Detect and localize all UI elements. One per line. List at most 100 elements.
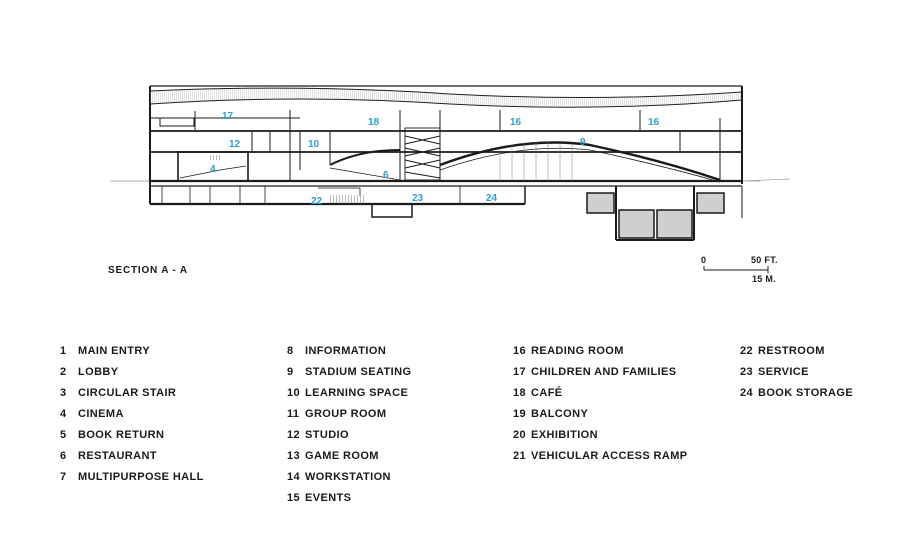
legend-number: 23 — [740, 366, 754, 378]
legend-number: 11 — [287, 408, 300, 420]
legend-label: MULTIPURPOSE HALL — [78, 471, 204, 483]
legend-number: 18 — [513, 387, 527, 399]
legend-number: 24 — [740, 387, 754, 399]
legend-label: STADIUM SEATING — [305, 366, 412, 378]
legend-item: 17 CHILDREN AND FAMILIES — [513, 363, 691, 381]
legend-label: BOOK RETURN — [78, 429, 165, 441]
legend-label: STUDIO — [305, 429, 349, 441]
legend-number: 22 — [740, 345, 754, 357]
legend-number: 13 — [287, 450, 301, 462]
scale-bar-line — [703, 266, 769, 273]
legend-item: 21 VEHICULAR ACCESS RAMP — [513, 447, 691, 465]
legend-column: 16 READING ROOM 17 CHILDREN AND FAMILIES 18 C… — [513, 342, 691, 468]
cinema-volume — [177, 151, 249, 182]
legend-label: GROUP ROOM — [305, 408, 387, 420]
legend-label: SERVICE — [758, 366, 809, 378]
section-label: SECTION A - A — [108, 265, 188, 276]
legend-item: 8 INFORMATION — [287, 342, 465, 360]
legend-label: CIRCULAR STAIR — [78, 387, 177, 399]
legend-label: RESTROOM — [758, 345, 825, 357]
legend-column: 22 RESTROOM 23 SERVICE 24 BOOK STORAGE — [740, 342, 900, 405]
legend-item: 12 STUDIO — [287, 426, 465, 444]
legend-number: 12 — [287, 429, 301, 441]
roof-truss-hatch — [150, 88, 742, 108]
room-tag: 16 — [648, 117, 660, 128]
legend-item: 6 RESTAURANT — [60, 447, 238, 465]
scale-bar: 0 50 FT. 15 M. — [698, 255, 788, 287]
stadium-ribs — [499, 142, 573, 181]
scale-zero-label: 0 — [701, 255, 707, 265]
legend-number: 7 — [60, 471, 67, 483]
interior-walls — [159, 110, 721, 181]
legend-number: 1 — [60, 345, 67, 357]
legend-item: 23 SERVICE — [740, 363, 900, 381]
legend-item: 7 MULTIPURPOSE HALL — [60, 468, 238, 486]
legend-label: READING ROOM — [531, 345, 624, 357]
legend-label: MAIN ENTRY — [78, 345, 151, 357]
room-tag: 23 — [412, 193, 424, 204]
scale-meters-label: 15 M. — [752, 274, 777, 284]
legend-number: 3 — [60, 387, 67, 399]
room-tag: 24 — [486, 193, 498, 204]
legend-label: LOBBY — [78, 366, 119, 378]
legend-label: VEHICULAR ACCESS RAMP — [531, 450, 688, 462]
legend-label: EXHIBITION — [531, 429, 598, 441]
room-tag: 9 — [580, 137, 586, 148]
room-tags: 17 18 16 16 12 10 9 4 6 23 22 24 — [210, 111, 660, 207]
scale-feet-label: 50 FT. — [751, 255, 778, 265]
legend-item: 3 CIRCULAR STAIR — [60, 384, 238, 402]
room-tag: 17 — [222, 111, 234, 122]
legend-label: RESTAURANT — [78, 450, 157, 462]
legend-number: 16 — [513, 345, 527, 357]
legend-label: LEARNING SPACE — [305, 387, 409, 399]
legend-item: 19 BALCONY — [513, 405, 691, 423]
legend-item: 11 GROUP ROOM — [287, 405, 465, 423]
legend-label: BALCONY — [531, 408, 589, 420]
legend-number: 21 — [513, 450, 527, 462]
room-tag: 10 — [308, 139, 320, 150]
building-section-drawing: 17 18 16 16 12 10 9 4 6 23 22 24 — [110, 85, 791, 241]
circular-stair — [404, 127, 441, 181]
legend-number: 15 — [287, 492, 301, 504]
legend-number: 9 — [287, 366, 294, 378]
legend-label: CHILDREN AND FAMILIES — [531, 366, 677, 378]
legend-label: CINEMA — [78, 408, 124, 420]
legend-number: 4 — [60, 408, 67, 420]
foundation-pits — [586, 186, 743, 241]
legend-label: BOOK STORAGE — [758, 387, 854, 399]
legend-label: INFORMATION — [305, 345, 387, 357]
room-tag: 12 — [229, 139, 241, 150]
room-tag: 18 — [368, 117, 380, 128]
legend-number: 17 — [513, 366, 527, 378]
legend-item: 24 BOOK STORAGE — [740, 384, 900, 402]
legend-number: 8 — [287, 345, 294, 357]
legend-item: 13 GAME ROOM — [287, 447, 465, 465]
legend-label: WORKSTATION — [305, 471, 391, 483]
legend-item: 1 MAIN ENTRY — [60, 342, 238, 360]
basement-level — [161, 186, 526, 218]
legend-number: 6 — [60, 450, 67, 462]
legend-item: 22 RESTROOM — [740, 342, 900, 360]
legend-number: 19 — [513, 408, 527, 420]
room-tag: 16 — [510, 117, 522, 128]
room-tag: 4 — [210, 164, 216, 175]
legend-item: 4 CINEMA — [60, 405, 238, 423]
legend-label: CAFÉ — [531, 387, 563, 399]
legend-number: 5 — [60, 429, 67, 441]
legend-number: 2 — [60, 366, 67, 378]
legend-item: 5 BOOK RETURN — [60, 426, 238, 444]
stadium-seating — [329, 141, 721, 183]
legend-item: 2 LOBBY — [60, 363, 238, 381]
legend-item: 16 READING ROOM — [513, 342, 691, 360]
legend-item: 18 CAFÉ — [513, 384, 691, 402]
legend-number: 14 — [287, 471, 301, 483]
room-tag: 22 — [311, 196, 323, 207]
legend-item: 9 STADIUM SEATING — [287, 363, 465, 381]
legend-item: 14 WORKSTATION — [287, 468, 465, 486]
room-tag: 6 — [383, 170, 389, 181]
legend-label: GAME ROOM — [305, 450, 379, 462]
